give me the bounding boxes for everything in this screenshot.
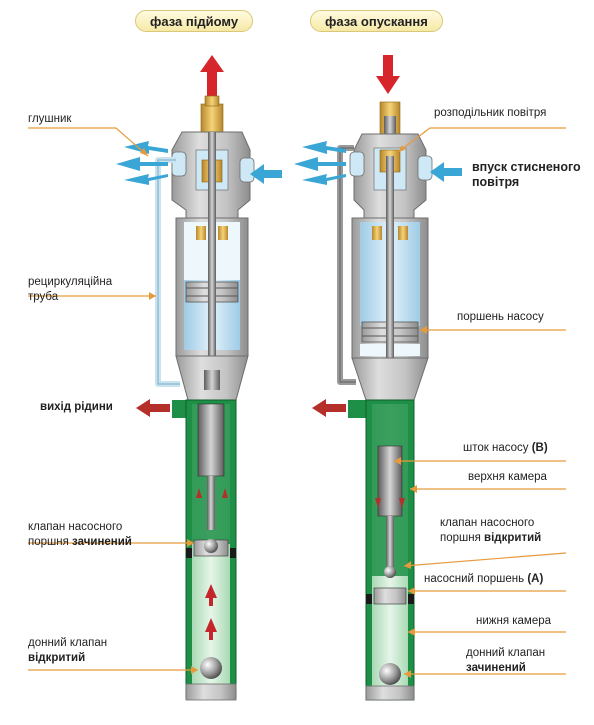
- bottom-valve-ball: [379, 663, 401, 685]
- header-lower-phase: фаза опускання: [310, 10, 443, 32]
- label-valve-closed-line1: клапан насосного: [28, 521, 123, 533]
- label-upper-chamber: верхня камера: [468, 471, 547, 483]
- label-bottom-valve-open: донний клапан відкритий: [28, 636, 107, 666]
- label-piston-a-letter: (A): [527, 573, 544, 585]
- label-valve-open-line1: клапан насосного: [440, 517, 535, 529]
- label-recirculation-tube: рециркуляційна труба: [28, 275, 112, 305]
- fluid-out-arrow-icon: [136, 399, 170, 417]
- label-muffler: глушник: [28, 113, 72, 125]
- label-air-inlet: впуск стисненого повітря: [472, 160, 581, 190]
- down-arrow-icon: [376, 55, 400, 94]
- pump-piston-a: [373, 587, 407, 605]
- air-valve-stem: [200, 103, 224, 135]
- label-valve-open-line2a: поршня: [440, 532, 485, 544]
- left-pump: [116, 55, 282, 701]
- bottom-valve-ball: [200, 657, 222, 679]
- label-valve-closed-line2a: поршня: [28, 536, 73, 548]
- label-fluid-outlet: вихід рідини: [40, 401, 113, 413]
- exhaust-arrows-icon: [116, 141, 168, 185]
- label-air-distributor: розподільник повітря: [434, 107, 547, 119]
- leader-arrowheads: [140, 145, 427, 678]
- label-rod-letter: (B): [531, 442, 548, 454]
- label-piston-a-text: насосний поршень: [424, 573, 528, 585]
- label-valve-closed-line2b: зачинений: [72, 536, 132, 548]
- label-recirc-line1: рециркуляційна: [28, 276, 113, 288]
- air-valve-cap: [204, 95, 220, 107]
- right-pump: [294, 55, 462, 701]
- label-air-inlet-line2: повітря: [472, 175, 520, 189]
- fluid-out-arrow-icon: [312, 399, 346, 417]
- pump-rod: [197, 403, 225, 477]
- label-recirc-line2: труба: [28, 291, 59, 303]
- up-arrow-icon: [200, 55, 224, 96]
- label-bottom-open-line2: відкритий: [28, 652, 86, 664]
- label-pump-piston-a: насосний поршень (A): [424, 572, 543, 587]
- header-lift-phase: фаза підйому: [135, 10, 254, 32]
- label-rod-text: шток насосу: [463, 442, 532, 454]
- label-air-inlet-line1: впуск стисненого: [472, 160, 581, 174]
- piston-valve-ball: [204, 539, 218, 553]
- label-lower-chamber: нижня камера: [476, 615, 552, 627]
- label-piston-valve-closed: клапан насосного поршня зачинений: [28, 520, 132, 550]
- label-pump-piston: поршень насосу: [457, 311, 544, 323]
- air-inlet-arrow-icon: [430, 162, 462, 182]
- label-piston-valve-open: клапан насосного поршня відкритий: [440, 516, 541, 546]
- leader-lines: [28, 127, 567, 675]
- pump-rod: [377, 445, 403, 517]
- label-bottom-valve-closed: донний клапан зачинений: [466, 646, 545, 676]
- label-valve-open-line2b: відкритий: [484, 532, 542, 544]
- label-bottom-closed-line2: зачинений: [466, 662, 526, 674]
- air-inlet-arrow-icon: [250, 164, 282, 184]
- label-pump-rod: шток насосу (B): [463, 441, 548, 456]
- label-bottom-open-line1: донний клапан: [28, 637, 108, 649]
- label-bottom-closed-line1: донний клапан: [466, 647, 546, 659]
- exhaust-arrows-icon: [294, 141, 346, 185]
